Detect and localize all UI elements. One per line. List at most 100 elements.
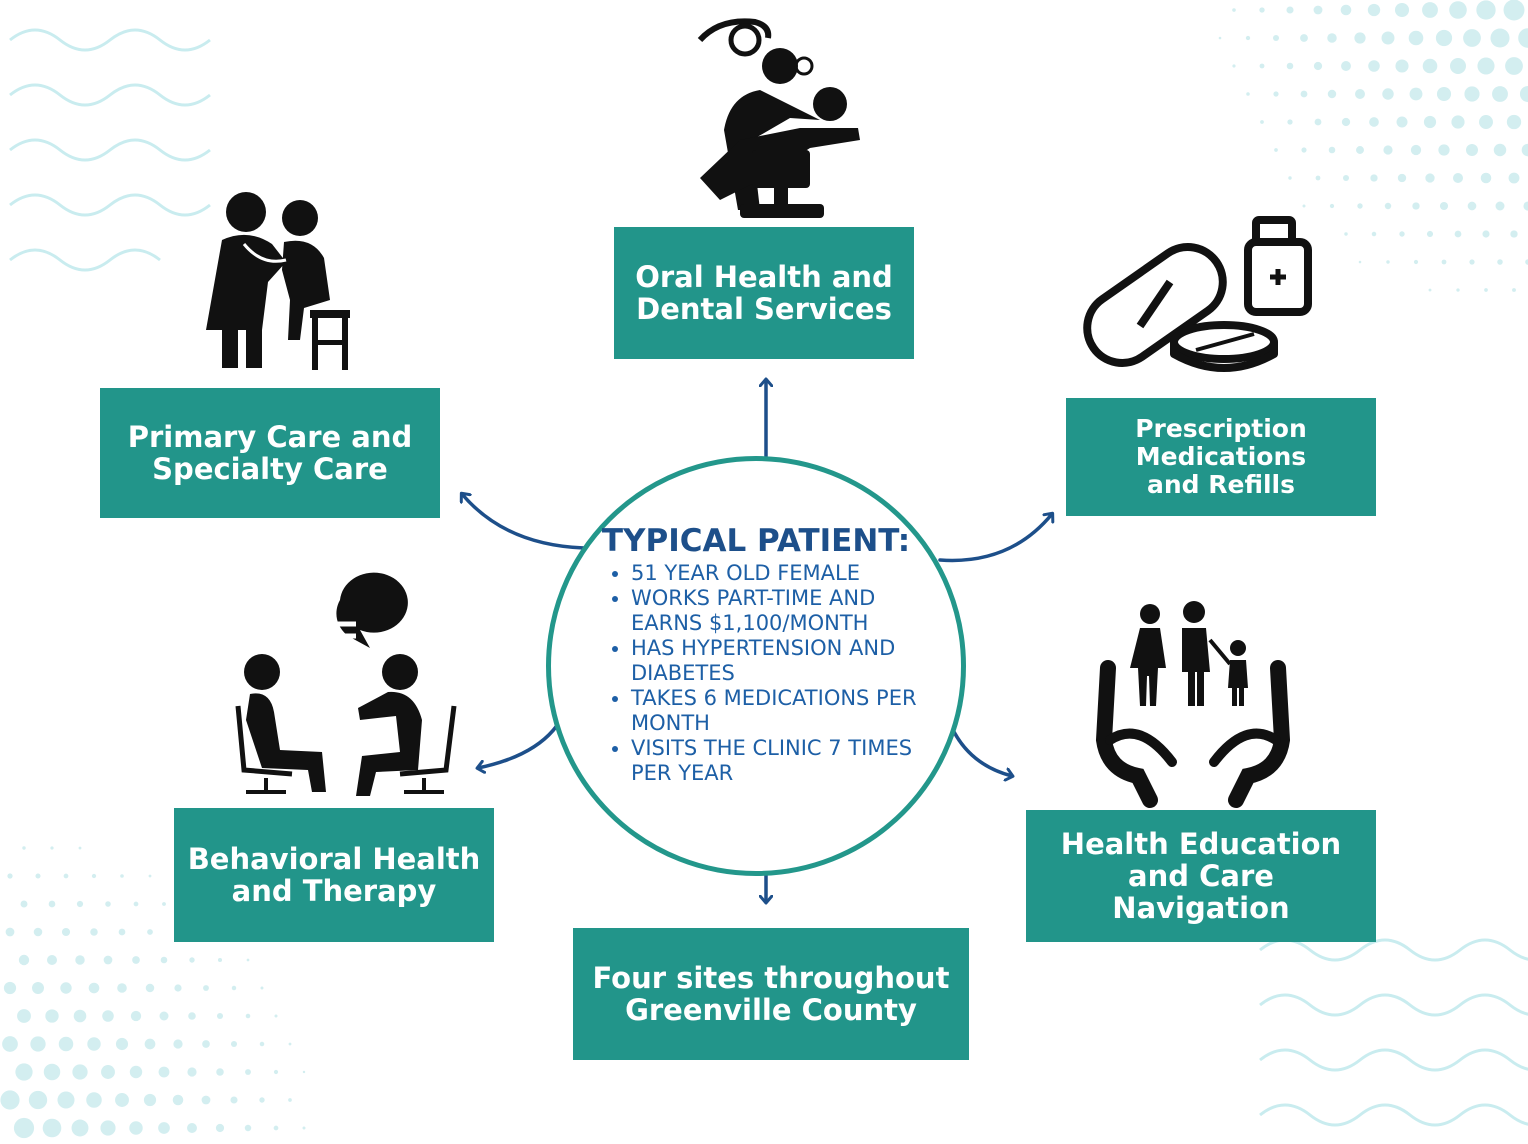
decorative-dot [1286,62,1294,70]
decorative-dot [259,1041,265,1047]
patient-fact-income: WORKS PART-TIME AND EARNS $1,100/MONTH [631,586,941,636]
decorative-dot [58,1036,74,1052]
decorative-dot [1273,91,1279,97]
decorative-dot [1480,172,1492,184]
decorative-dot [1452,172,1464,184]
decorative-dot [1313,61,1323,71]
decorative-dot [1523,201,1528,211]
decorative-dot [1327,33,1337,43]
decorative-dot [28,1090,48,1110]
decorative-dot [302,1126,306,1130]
decorative-dot [159,1011,169,1021]
decorative-dot [1344,232,1348,236]
decorative-dot [288,1042,292,1046]
decorative-dot [160,956,168,964]
decorative-dot [1525,259,1528,265]
decorative-dot [148,874,152,878]
decorative-dot [13,1117,35,1139]
decorative-dot [1410,144,1422,156]
decorative-dot [1425,173,1435,183]
decorative-dot [75,955,85,965]
decorative-dot [1313,5,1323,15]
decorative-dot [48,900,56,908]
decorative-dot [288,1098,292,1102]
decorative-dot [174,984,182,992]
decorative-dot [1492,86,1508,102]
decorative-dot [216,1068,224,1076]
decorative-dot [1477,57,1495,75]
decorative-dot [1408,30,1424,46]
decorative-dot [1397,173,1407,183]
decorative-dot [1232,8,1236,12]
decorative-dot [230,1040,238,1048]
decorative-dot [1341,117,1351,127]
decorative-dot [1412,202,1420,210]
decorative-dot [245,1013,251,1019]
decorative-dot [1451,115,1465,129]
decorative-dot [1399,231,1405,237]
decorative-dot [118,928,126,936]
decorative-dot [1396,116,1408,128]
decorative-dot [46,954,58,966]
decorative-dot [1367,3,1381,17]
decorative-dot [1259,63,1265,69]
decorative-dot [1327,89,1337,99]
decorative-dot [30,1036,46,1052]
decorative-dot [72,1064,88,1080]
decorative-dot [187,1067,197,1077]
decorative-dot [91,873,97,879]
decorative-dot [32,982,44,994]
service-label-prescriptions: Prescription Medications and Refills [1135,414,1307,499]
decorative-dot [1301,147,1307,153]
typical-patient-circle: TYPICAL PATIENT: 51 YEAR OLD FEMALE WORK… [546,456,966,876]
decorative-dot [274,1014,278,1018]
decorative-dot [35,873,41,879]
decorative-dot [1479,115,1493,129]
decorative-dot [273,1069,279,1075]
decorative-dot [1245,35,1251,41]
decorative-dot [273,1125,279,1131]
decorative-dot [1287,119,1293,125]
decorative-dot [1340,4,1352,16]
decorative-dot [76,900,84,908]
decorative-dot [1423,115,1437,129]
decorative-dot [162,902,166,906]
decorative-dot [203,985,209,991]
decorative-dot [173,1039,183,1049]
decorative-dot [15,1063,33,1081]
decorative-dot [1260,120,1264,124]
service-label-oral-health: Oral Health and Dental Services [635,260,893,326]
decorative-dot [1381,31,1395,45]
decorative-dot [1328,146,1336,154]
decorative-dot [1356,146,1364,154]
service-box-health-education: Health Education and Care Navigation [1026,810,1376,942]
decorative-dot [1286,6,1294,14]
decorative-dot [1436,86,1452,102]
decorative-dot [246,958,250,962]
decorative-dot [1493,143,1507,157]
decorative-dot [1518,28,1528,48]
decorative-dot [1369,117,1379,127]
decorative-dot [1368,60,1380,72]
decorative-dot [215,1123,225,1133]
decorative-dot [1521,143,1528,157]
decorative-dot [1454,230,1462,238]
decorative-dot [1274,148,1278,152]
decorative-dot [102,1010,114,1022]
decorative-dot [1370,174,1378,182]
decorative-dot [130,1010,142,1022]
decorative-dot [1497,259,1503,265]
decorative-dot [145,983,155,993]
decorative-dot [230,1096,238,1104]
decorative-dot [1482,230,1490,238]
decorative-dot [7,873,13,879]
decorative-dot [120,874,124,878]
decorative-dot [71,1119,89,1137]
decorative-dot [216,1012,224,1020]
decorative-dot [1441,259,1447,265]
decorative-dot [1484,288,1488,292]
decorative-dot [1439,201,1449,211]
decorative-dot [1300,34,1308,42]
decorative-dot [88,982,100,994]
